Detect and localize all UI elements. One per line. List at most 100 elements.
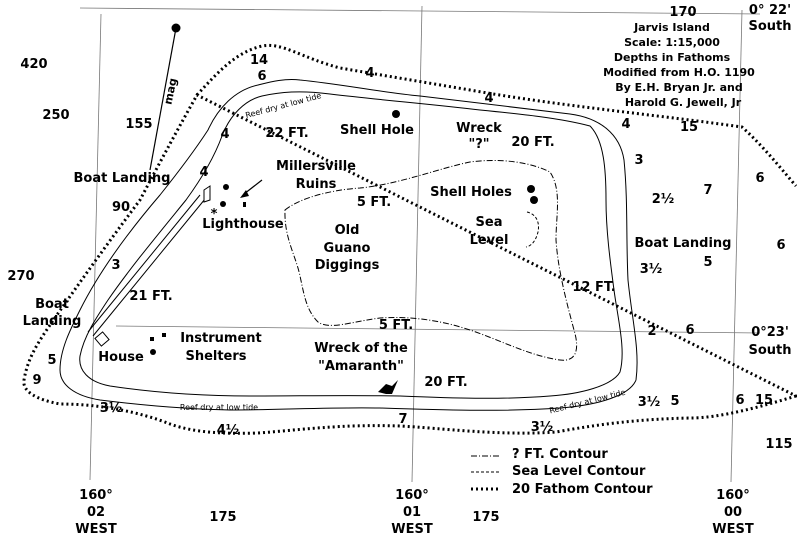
sounding-14: 14	[250, 53, 268, 68]
millersville-2: Ruins	[296, 177, 337, 192]
sea-level-2: Level	[470, 233, 509, 248]
meridian-02	[89, 13, 102, 481]
coordinate-labels: 0° 22' South 0°23' South 160° 02 WEST 16…	[75, 3, 791, 537]
sounding-3-half-a: 3½	[640, 262, 663, 277]
guano-2: Guano	[324, 241, 371, 256]
lon-left-min: 02	[87, 505, 105, 520]
graticule	[79, 5, 761, 483]
magnetic-north-line	[149, 27, 177, 171]
inner-depth-labels: 22 FT. 20 FT. 5 FT. 21 FT. 12 FT. 5 FT. …	[129, 126, 615, 390]
lat-mid-dir: South	[748, 343, 791, 358]
boat-landing-w-1: Boat	[35, 297, 69, 312]
amaranth-wreck-icon	[378, 380, 398, 394]
reef-nw-label: Reef dry at low tide	[244, 91, 322, 120]
lon-left-deg: 160°	[79, 488, 113, 503]
lon-mid-min: 01	[403, 505, 421, 520]
lighthouse-star-icon: *	[211, 207, 218, 222]
title-author1: By E.H. Bryan Jr. and	[615, 81, 742, 94]
depth-12ft: 12 FT.	[572, 280, 615, 295]
mag-point	[171, 23, 181, 33]
sounding-4-half: 4½	[217, 423, 240, 438]
instrument-square-1	[150, 337, 154, 341]
sounding-2-half-a: 2½	[652, 192, 675, 207]
guano-1: Old	[335, 223, 360, 238]
twenty-fathom-contour	[22, 43, 797, 435]
millersville-1: Millersville	[276, 159, 356, 174]
lighthouse-label: Lighthouse	[202, 217, 284, 232]
depth-20ft-n: 20 FT.	[511, 135, 554, 150]
question-contour	[284, 160, 578, 361]
boat-landing-nw: Boat Landing	[74, 171, 171, 186]
sounding-6e: 6	[735, 393, 744, 408]
wreck-q-1: Wreck	[456, 121, 502, 136]
sounding-3-half-c: 3½	[531, 420, 554, 435]
amaranth-2: "Amaranth"	[318, 359, 404, 374]
lon-left-dir: WEST	[75, 522, 117, 537]
title-modified: Modified from H.O. 1190	[603, 66, 755, 79]
sounding-6b: 6	[755, 171, 764, 186]
sounding-170: 170	[669, 5, 696, 20]
legend-sea-text: Sea Level Contour	[512, 464, 646, 479]
sounding-175b: 175	[472, 510, 499, 525]
lat-top-dir: South	[748, 19, 791, 34]
instrument-2: Shelters	[185, 349, 246, 364]
sounding-6c: 6	[776, 238, 785, 253]
outer-reef	[59, 79, 638, 411]
amaranth-1: Wreck of the	[314, 341, 408, 356]
lon-right-min: 00	[724, 505, 742, 520]
depth-20ft-s: 20 FT.	[424, 375, 467, 390]
sounding-3b: 3	[111, 258, 120, 273]
sounding-3-half-b: 3½	[100, 401, 123, 416]
title-block: Jarvis Island Scale: 1:15,000 Depths in …	[603, 21, 755, 109]
reef-se-label: Reef dry at low tide	[548, 388, 626, 416]
sea-level-contour	[525, 211, 539, 248]
sounding-4a: 4	[365, 66, 374, 81]
parallel-22	[79, 7, 761, 15]
millersville-dot-2	[220, 201, 226, 207]
millersville-dot-1	[223, 184, 229, 190]
boat-landing-w-2: Landing	[23, 314, 82, 329]
legend-question-text: ? FT. Contour	[512, 447, 608, 462]
meridian-01	[411, 5, 423, 483]
house-marker	[94, 331, 110, 347]
sounding-3-half-d: 3½	[638, 395, 661, 410]
reef-s-label: Reef dry at low tide	[180, 403, 258, 412]
lon-mid-dir: WEST	[391, 522, 433, 537]
sounding-420: 420	[20, 57, 47, 72]
sounding-7a: 7	[703, 183, 712, 198]
legend: ? FT. Contour Sea Level Contour 20 Fatho…	[471, 447, 653, 497]
west-landing-strip	[87, 194, 206, 337]
shell-holes-dot-1	[527, 185, 535, 193]
title-scale: Scale: 1:15,000	[624, 36, 720, 49]
shell-hole-dot	[392, 110, 400, 118]
sounding-155: 155	[125, 117, 152, 132]
sounding-4d: 4	[220, 127, 229, 142]
sea-level-1: Sea	[476, 215, 503, 230]
instrument-1: Instrument	[180, 331, 262, 346]
depth-21ft: 21 FT.	[129, 289, 172, 304]
shell-holes-label: Shell Holes	[430, 185, 512, 200]
wreck-q-2: "?"	[468, 137, 489, 152]
boat-landing-e: Boat Landing	[635, 236, 732, 251]
sounding-15b: 15	[755, 393, 773, 408]
sounding-5b: 5	[47, 353, 56, 368]
legend-20f-text: 20 Fathom Contour	[512, 482, 653, 497]
sounding-9: 9	[32, 373, 41, 388]
lon-right-dir: WEST	[712, 522, 754, 537]
sounding-270: 270	[7, 269, 34, 284]
depth-5ft-s: 5 FT.	[379, 318, 413, 333]
lat-mid: 0°23'	[751, 325, 789, 340]
title-author2: Harold G. Jewell, Jr	[625, 96, 742, 109]
sounding-15a: 15	[680, 120, 698, 135]
sounding-175a: 175	[209, 510, 236, 525]
sounding-250: 250	[42, 108, 69, 123]
lon-mid-deg: 160°	[395, 488, 429, 503]
guano-3: Diggings	[315, 258, 380, 273]
depth-22ft: 22 FT.	[265, 126, 308, 141]
sounding-115: 115	[765, 437, 792, 452]
shell-hole-label: Shell Hole	[340, 123, 414, 138]
sounding-7b: 7	[398, 412, 407, 427]
sounding-4c: 4	[621, 117, 630, 132]
sounding-3a: 3	[634, 153, 643, 168]
